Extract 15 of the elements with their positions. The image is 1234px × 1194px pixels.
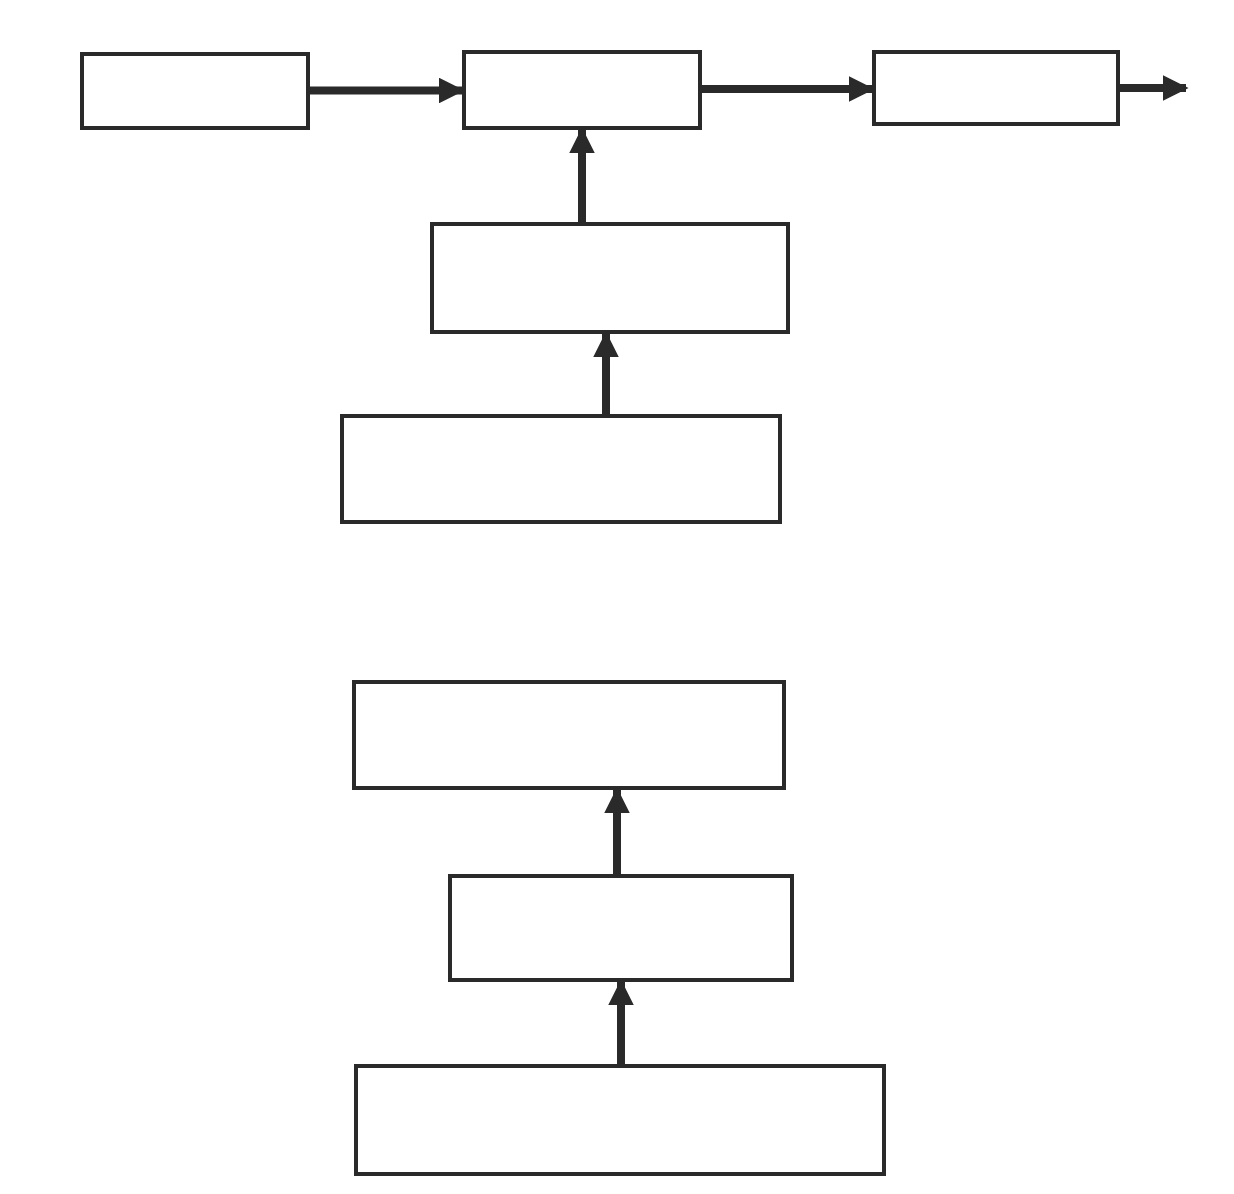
- empty-box: [448, 874, 794, 982]
- arrow: [569, 127, 595, 222]
- empty-box: [80, 52, 310, 130]
- arrow: [593, 331, 619, 414]
- empty-box: [462, 50, 702, 130]
- empty-box: [354, 1064, 886, 1176]
- empty-box: [340, 414, 782, 524]
- empty-box: [352, 680, 786, 790]
- arrow: [604, 787, 630, 874]
- arrow: [608, 979, 634, 1064]
- arrow: [1120, 75, 1189, 101]
- empty-box: [430, 222, 790, 334]
- empty-box: [872, 50, 1120, 126]
- arrow: [310, 77, 465, 104]
- arrow: [702, 76, 875, 102]
